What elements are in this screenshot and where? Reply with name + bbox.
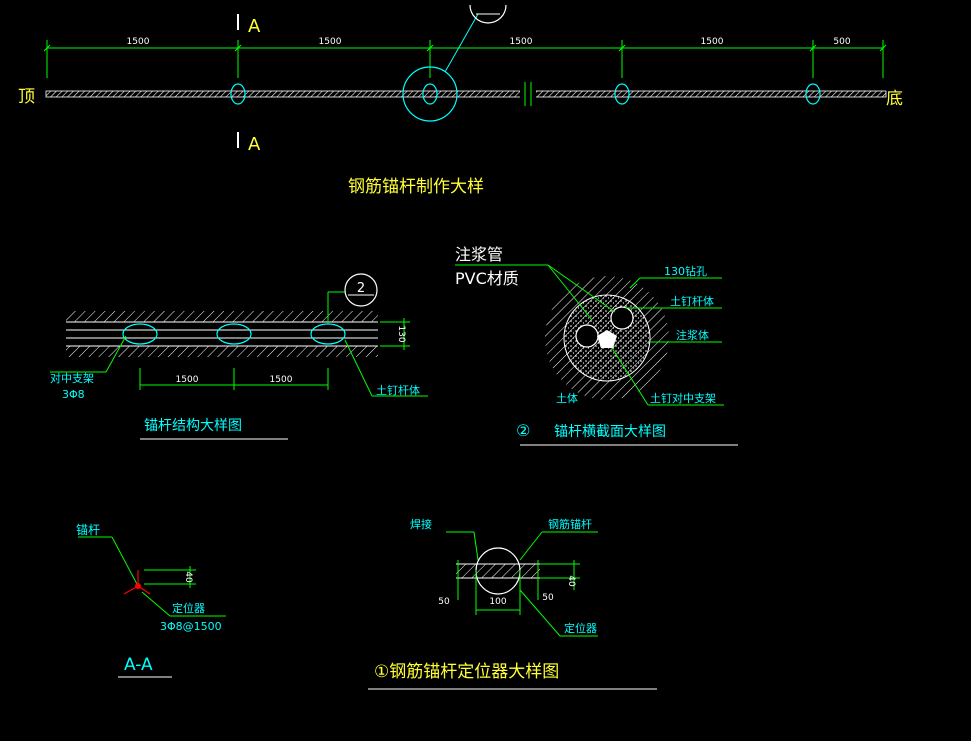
loc-dim-mid: 100 [489, 597, 506, 607]
top-end-label: 顶 [18, 87, 35, 107]
nail-label: 土钉杆体 [376, 383, 420, 397]
cs-nail-label: 土钉杆体 [670, 294, 714, 308]
cs-title-number: ② [516, 421, 530, 440]
loc-dim-height: 40 [566, 575, 576, 587]
loc-dim-right: 50 [542, 593, 554, 603]
soil-bottom-hatch [66, 346, 378, 357]
pipe-label: 注浆管 [455, 245, 503, 264]
soil-label: 土体 [556, 391, 578, 405]
locator-cross [123, 570, 151, 595]
dim-3: 1500 [510, 37, 533, 47]
section-label-top: A [248, 16, 261, 37]
pipe-material: PVC材质 [455, 269, 519, 288]
nail-body [597, 330, 617, 348]
dim-4: 1500 [701, 37, 724, 47]
callout-circle-top [469, 4, 507, 24]
grout-label: 注浆体 [676, 328, 709, 342]
callout-circle-2 [344, 273, 378, 307]
aa-locator-spec: 3Φ8@1500 [160, 620, 222, 633]
aa-anchor-label: 锚杆 [76, 522, 100, 537]
structure-title: 锚杆结构大样图 [144, 418, 242, 434]
structure-height-dim: 130 [396, 325, 406, 342]
loc-dim-left: 50 [438, 597, 450, 607]
grout-pipe-right [610, 306, 634, 330]
locator-title: ①钢筋锚杆定位器大样图 [374, 662, 559, 682]
section-label-bottom: A [248, 134, 261, 155]
rebar-label: 钢筋锚杆 [548, 517, 592, 531]
hole-label: 130钻孔 [664, 264, 707, 278]
locator-detail: 焊接 钢筋锚杆 50 100 50 40 定位器 ①钢筋锚杆定位器大样图 [368, 517, 657, 690]
structure-dim-1: 1500 [176, 375, 199, 385]
dim-1: 1500 [127, 37, 150, 47]
anchor-point [135, 583, 141, 589]
aa-dim: 40 [183, 571, 193, 583]
aa-title: A-A [124, 655, 153, 675]
rebar-hatch [456, 564, 540, 578]
cs-support-label: 土钉对中支架 [650, 391, 716, 405]
callout-leader [444, 13, 479, 73]
section-aa-detail: 锚杆 40 定位器 3Φ8@1500 A-A [76, 522, 226, 678]
top-anchor-detail: A A 1500 1500 1500 1500 500 [18, 4, 903, 197]
weld-label: 焊接 [410, 517, 432, 531]
top-detail-title: 钢筋锚杆制作大样 [348, 177, 484, 197]
dim-2: 1500 [319, 37, 342, 47]
structure-dim-2: 1500 [270, 375, 293, 385]
grout-pipe-left [575, 324, 599, 348]
structure-detail: 130 1500 1500 2 对中支架 3Φ8 土钉杆体 锚杆结构大样图 [50, 273, 428, 440]
structure-supports [122, 323, 346, 345]
dimension-ticks [43, 40, 887, 78]
loc-locator-label: 定位器 [564, 621, 597, 635]
locator-ellipses [230, 66, 821, 122]
rebar-bar [45, 90, 887, 98]
cs-title: 锚杆横截面大样图 [554, 424, 666, 440]
support-spec: 3Φ8 [62, 388, 85, 401]
cross-section-detail: 注浆管 PVC材质 130钻孔 土钉杆体 注浆体 土体 土钉对中支架 ② 锚杆横… [455, 245, 738, 446]
break-mark [524, 82, 532, 106]
bottom-end-label: 底 [886, 89, 903, 109]
support-label: 对中支架 [50, 371, 94, 385]
aa-locator-label: 定位器 [172, 601, 205, 615]
soil-top-hatch [66, 311, 378, 322]
dim-5: 500 [833, 37, 850, 47]
callout-number-2: 2 [357, 281, 365, 296]
